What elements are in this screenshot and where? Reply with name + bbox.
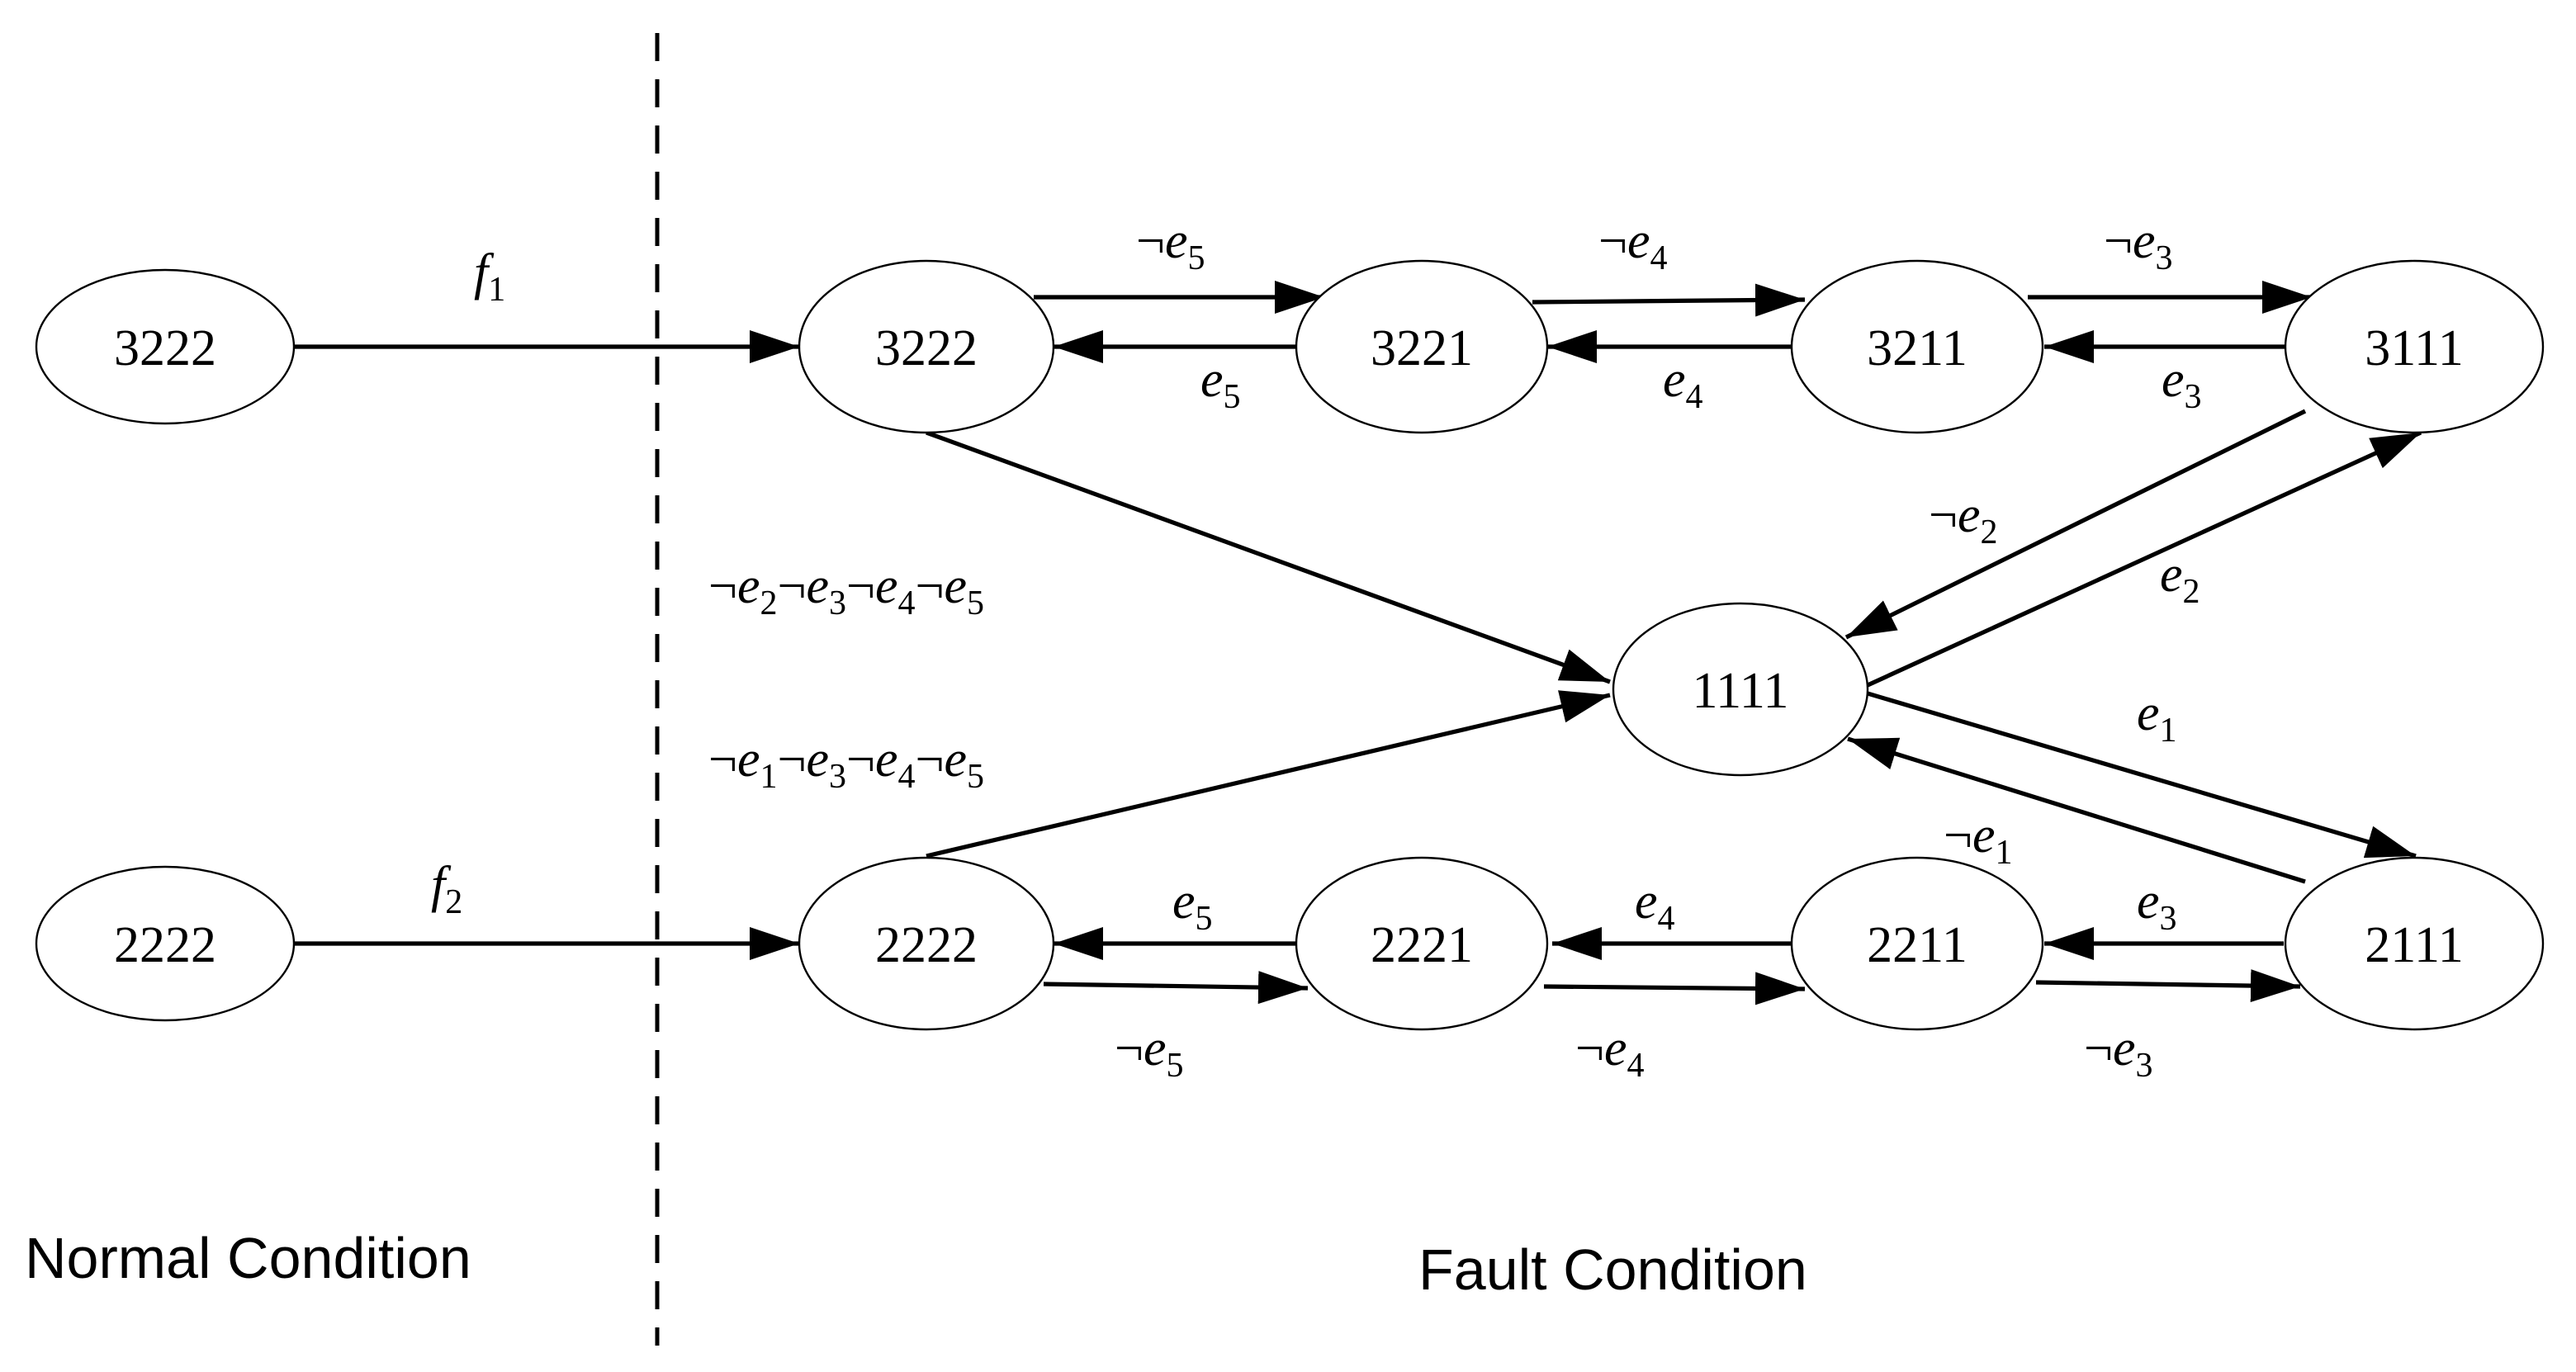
edge-e2: [1866, 430, 2422, 688]
edge-e1: [1867, 691, 2417, 859]
edge-bot-not-e3: [2035, 969, 2301, 1003]
label-f1: f1: [474, 244, 505, 309]
label-bot-e5: e5: [1172, 873, 1213, 938]
fault-condition-label: Fault Condition: [1418, 1237, 1807, 1302]
svg-text:2222: 2222: [875, 917, 978, 973]
svg-text:3111: 3111: [2365, 320, 2463, 376]
edge-not-e1: [1847, 736, 2306, 884]
label-top-e4: e4: [1663, 352, 1703, 416]
label-bot-not-e3: ¬e3: [2084, 1020, 2153, 1085]
edge-bot-not-e5: [1043, 971, 1309, 1005]
label-bot-not-e4: ¬e4: [1575, 1020, 1645, 1085]
node-fault-1111: 1111: [1612, 602, 1869, 777]
label-cond-lower: ¬e1¬e3¬e4¬e5: [708, 731, 984, 796]
node-fault-2211: 2211: [1790, 856, 2044, 1031]
svg-text:3221: 3221: [1371, 320, 1473, 376]
svg-text:3211: 3211: [1867, 320, 1968, 376]
label-e2: e2: [2160, 546, 2200, 611]
label-not-e1: ¬e1: [1944, 807, 2013, 872]
node-fault-3111: 3111: [2284, 259, 2545, 434]
edge-bot-not-e4: [1543, 972, 1806, 1005]
svg-text:1111: 1111: [1692, 663, 1788, 719]
label-bot-not-e5: ¬e5: [1115, 1020, 1184, 1085]
edge-top-not-e4: [1532, 283, 1806, 317]
edge-2222-to-1111: [926, 690, 1611, 859]
node-fault-3211: 3211: [1790, 259, 2044, 434]
label-top-not-e4: ¬e4: [1598, 213, 1668, 277]
normal-condition-label: Normal Condition: [25, 1226, 471, 1290]
label-cond-upper: ¬e2¬e3¬e4¬e5: [708, 558, 984, 622]
label-not-e2: ¬e2: [1929, 487, 1998, 551]
node-fault-2111: 2111: [2284, 856, 2545, 1031]
edge-3222-to-1111: [926, 430, 1611, 684]
edge-not-e2: [1844, 409, 2307, 640]
label-f2: f2: [431, 857, 462, 921]
svg-text:3222: 3222: [114, 320, 216, 376]
label-e1: e1: [2137, 685, 2177, 750]
label-top-not-e5: ¬e5: [1136, 213, 1205, 277]
node-fault-3222: 3222: [798, 259, 1055, 434]
node-fault-3221: 3221: [1295, 259, 1549, 434]
label-top-e3: e3: [2162, 352, 2202, 416]
svg-text:2221: 2221: [1371, 917, 1473, 973]
node-fault-2222: 2222: [798, 856, 1055, 1031]
svg-text:2222: 2222: [114, 917, 216, 973]
node-normal-3222: 3222: [35, 268, 296, 425]
label-top-e5: e5: [1200, 352, 1241, 416]
label-bot-e3: e3: [2137, 873, 2177, 938]
label-top-not-e3: ¬e3: [2104, 213, 2173, 277]
svg-text:2211: 2211: [1867, 917, 1968, 973]
node-fault-2221: 2221: [1295, 856, 1549, 1031]
svg-text:2111: 2111: [2365, 917, 2463, 973]
label-bot-e4: e4: [1635, 873, 1675, 938]
svg-text:3222: 3222: [875, 320, 978, 376]
node-normal-2222: 2222: [35, 865, 296, 1022]
